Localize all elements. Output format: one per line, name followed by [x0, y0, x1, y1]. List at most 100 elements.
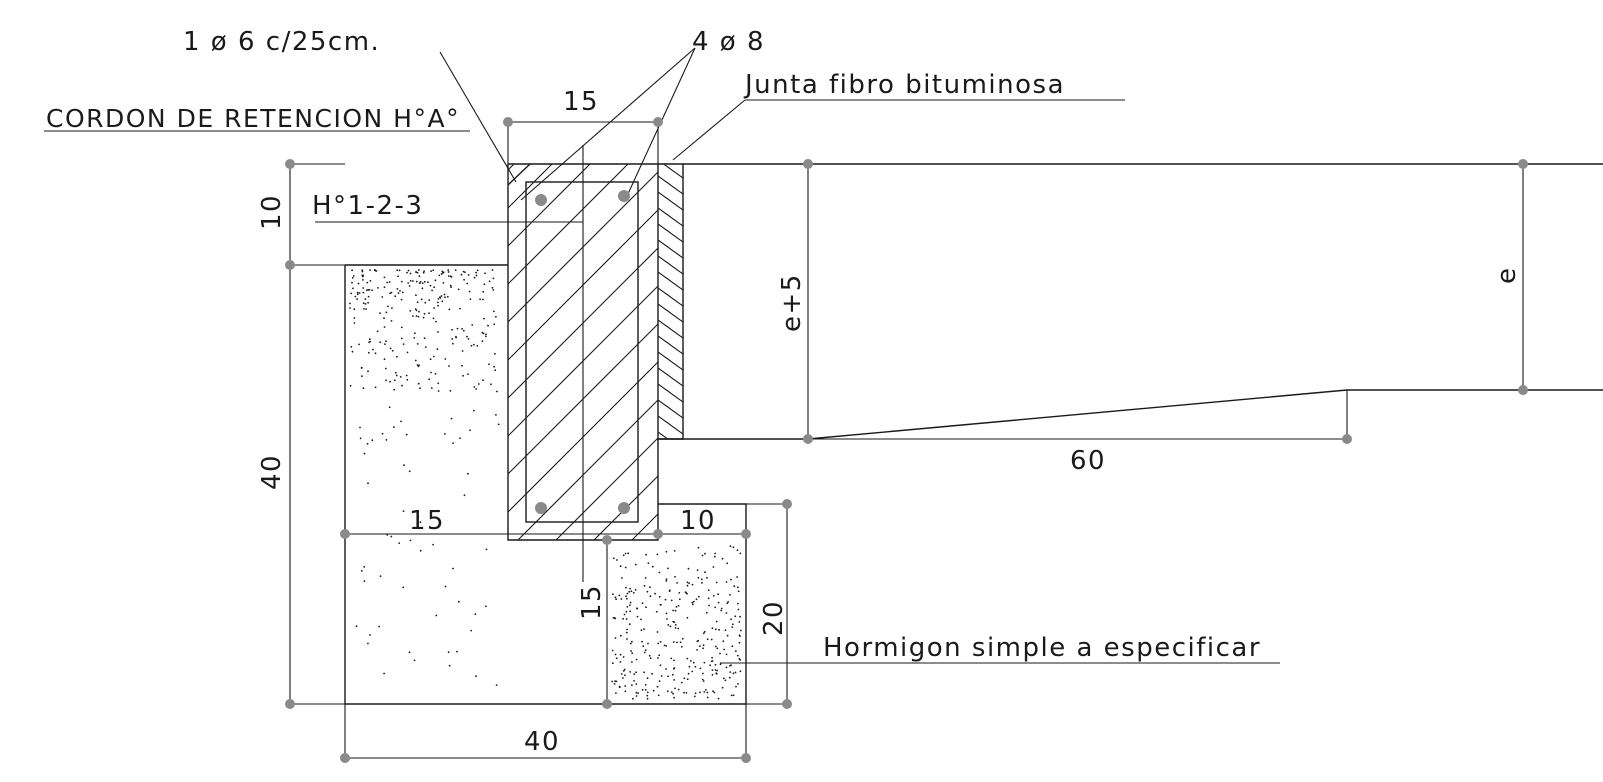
- curb-outline: [507, 163, 659, 541]
- stipple-dot: [622, 554, 625, 557]
- stipple-dot: [715, 645, 717, 648]
- stipple-dot: [644, 649, 647, 652]
- stipple-dot: [655, 610, 658, 613]
- stipple-dot: [634, 563, 637, 566]
- stipple-dot: [475, 274, 478, 277]
- stipple-dot: [703, 630, 706, 633]
- hatch-line: [508, 209, 658, 361]
- stipple-dot: [657, 642, 660, 645]
- stipple-dot: [614, 596, 617, 599]
- stipple-dot: [625, 610, 628, 613]
- stipple-dot: [369, 340, 371, 343]
- stipple-dot: [469, 429, 471, 432]
- dimension-node: [803, 159, 813, 169]
- stipple-dot: [467, 338, 470, 340]
- stipple-dot: [716, 672, 718, 675]
- stipple-dot: [430, 270, 432, 272]
- stipple-dot: [646, 694, 649, 697]
- stipple-dot: [631, 652, 634, 655]
- joint-label: Junta fibro bituminosa: [743, 70, 1065, 100]
- dimension-node: [602, 699, 612, 709]
- stipple-dot: [351, 277, 354, 279]
- stipple-dot: [422, 316, 425, 319]
- plain-concrete-label: Hormigon simple a especificar: [823, 633, 1261, 663]
- stipple-dot: [485, 605, 487, 608]
- stipple-dot: [493, 310, 495, 313]
- stipple-dot: [437, 304, 439, 307]
- stipple-dot: [620, 634, 622, 637]
- stipple-dot: [429, 358, 432, 361]
- joint-hatch-line: [658, 271, 683, 291]
- stipple-dot: [488, 363, 490, 366]
- stipple-dot: [641, 602, 644, 604]
- stipple-dot: [674, 627, 677, 629]
- stipple-dot: [687, 567, 690, 570]
- bar-bottom-left: [535, 502, 547, 514]
- stipple-dot: [627, 552, 630, 555]
- dimension-node: [653, 117, 663, 127]
- stipple-dot: [691, 670, 694, 673]
- stipple-dot: [433, 286, 436, 288]
- stipple-dot: [637, 692, 639, 694]
- stipple-dot: [697, 639, 700, 642]
- stipple-dot: [704, 689, 707, 691]
- stipple-dot: [678, 592, 681, 594]
- stipple-dot: [629, 642, 632, 645]
- stipple-dot: [652, 689, 655, 692]
- stipple-dot: [640, 629, 643, 632]
- stipple-dot: [464, 271, 466, 274]
- stipple-dot: [710, 638, 713, 641]
- stipple-dot: [450, 276, 453, 278]
- stipple-dot: [400, 326, 403, 329]
- main-bars-label: 4 ø 8: [692, 27, 765, 57]
- stipple-dot: [718, 628, 720, 631]
- stipple-dot: [493, 365, 495, 368]
- stipple-dot: [383, 358, 386, 361]
- stipple-dot: [739, 615, 741, 618]
- stipple-dot: [616, 559, 618, 561]
- stipple-dot: [399, 290, 401, 292]
- stipple-dot: [696, 569, 699, 571]
- stipple-dot: [711, 656, 713, 659]
- stipple-dot: [423, 337, 426, 340]
- stipple-dot: [619, 653, 622, 656]
- stipple-dot: [438, 274, 441, 277]
- joint-hatch-line: [658, 303, 683, 323]
- stipple-dot: [432, 543, 434, 546]
- stipple-dot: [418, 310, 420, 313]
- stipple-dot: [615, 692, 617, 694]
- stipple-dot: [432, 355, 435, 358]
- hatch-line: [517, 399, 658, 540]
- stipple-dot: [405, 374, 408, 377]
- stipple-dot: [415, 309, 418, 312]
- stipple-dot: [740, 629, 742, 632]
- stipple-dot: [717, 593, 719, 596]
- stipple-dot: [613, 616, 616, 619]
- stipple-dot: [406, 378, 409, 381]
- dim-base-step: 15: [577, 584, 607, 620]
- stipple-dot: [646, 691, 649, 694]
- stipple-dot: [644, 688, 647, 691]
- stipple-dot: [665, 645, 668, 647]
- stipple-dot: [725, 653, 728, 656]
- hatch-line: [631, 513, 658, 540]
- stipple-dot: [359, 426, 361, 429]
- stipple-dot: [665, 612, 668, 615]
- stipple-dot: [414, 359, 417, 362]
- stipple-dot: [621, 577, 623, 579]
- stipple-dot: [699, 667, 702, 670]
- stipple-dot: [361, 270, 364, 273]
- stipple-dot: [469, 298, 472, 300]
- bar-top-left: [535, 194, 547, 206]
- stipple-dot: [686, 584, 689, 587]
- stipple-dot: [739, 635, 741, 637]
- stipple-dot: [468, 290, 471, 293]
- stipple-dot: [651, 565, 654, 568]
- stipple-dot: [635, 695, 638, 697]
- stipple-dot: [437, 331, 439, 333]
- dimension-node: [285, 159, 295, 169]
- stipple-dot: [389, 347, 392, 350]
- stipple-dot: [473, 343, 475, 346]
- stipple-dot: [672, 609, 674, 612]
- stipple-dot: [477, 383, 480, 385]
